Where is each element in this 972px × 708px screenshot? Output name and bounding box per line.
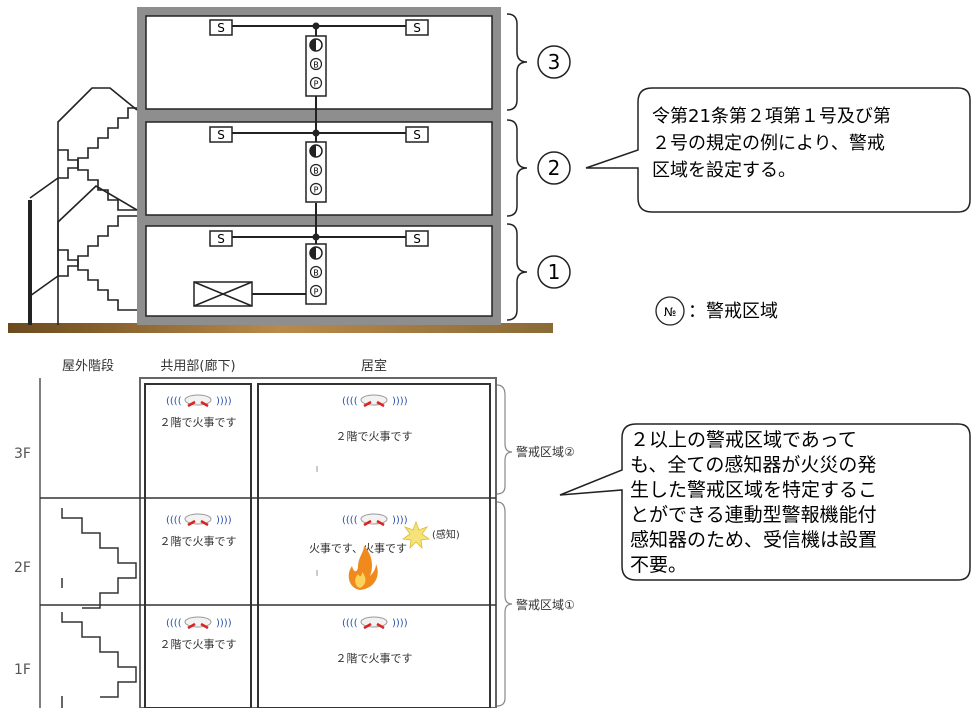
- corridor-box: [144, 383, 252, 708]
- zone-3-circle: [537, 45, 571, 79]
- zone-1-circle: [537, 255, 571, 289]
- bell-label: B: [313, 167, 319, 176]
- svg-text:)))): )))): [392, 618, 408, 629]
- s-label: S: [217, 128, 225, 142]
- callout-bottom-line: 感知器のため、受信機は設置: [630, 529, 877, 551]
- detector-icon: (((( )))): [166, 513, 232, 527]
- junction-dot: [312, 129, 320, 137]
- header-stairs: 屋外階段: [62, 359, 114, 374]
- callout-bottom-line: 生した警戒区域を特定するこ: [630, 479, 877, 501]
- svg-text:((((: ((((: [342, 618, 358, 629]
- alarm-panel-3f: B P: [305, 35, 327, 97]
- svg-text:((((: ((((: [166, 618, 182, 629]
- header-corridor: 共用部(廊下): [160, 358, 235, 374]
- message-2f-detect: (感知): [432, 528, 460, 541]
- legend-zone-symbol: [655, 296, 685, 326]
- ground: [8, 323, 553, 333]
- top-building-diagram: S S S S S S B P B P: [8, 7, 971, 333]
- receiver-box: [193, 281, 253, 307]
- callout-bubble-top: [585, 87, 971, 213]
- zone-braces-bottom: [496, 384, 513, 707]
- zone-label-1: 警戒区域①: [516, 597, 575, 612]
- detector-icon: (((( )))): [342, 616, 408, 630]
- svg-text:((((: ((((: [342, 396, 358, 407]
- svg-text:)))): )))): [216, 618, 232, 629]
- floor-label-1f: 1F: [14, 662, 31, 678]
- callout-top-line: 令第21条第２項第１号及び第: [652, 106, 891, 127]
- junction-dot: [312, 22, 320, 30]
- p-label: P: [314, 80, 319, 89]
- svg-text:)))): )))): [216, 515, 232, 526]
- floor-label-2f: 2F: [14, 560, 31, 576]
- detector-icon: (((( )))): [342, 513, 408, 527]
- svg-text:)))): )))): [392, 396, 408, 407]
- s-label: S: [217, 232, 225, 246]
- svg-text:)))): )))): [392, 515, 408, 526]
- building-outline: [139, 377, 497, 708]
- bell-label: B: [313, 61, 319, 70]
- s-label: S: [413, 232, 421, 246]
- alarm-panel-1f: B P: [305, 243, 327, 305]
- callout-bottom-line: も、全ての感知器が火災の発: [630, 454, 876, 476]
- bell-label: B: [313, 269, 319, 278]
- fire-icon: [348, 546, 378, 590]
- detector-icon: (((( )))): [166, 394, 232, 408]
- legend-symbol: №: [664, 305, 676, 319]
- message-2f-room: 火事です、火事です: [309, 542, 407, 555]
- p-label: P: [314, 186, 319, 195]
- message-3f-room: ２階で火事です: [336, 429, 413, 443]
- message-1f-room: ２階で火事です: [336, 651, 413, 665]
- svg-text:((((: ((((: [342, 515, 358, 526]
- message-3f-corridor: ２階で火事です: [160, 415, 237, 429]
- header-room: 居室: [361, 358, 387, 374]
- p-label: P: [314, 288, 319, 297]
- detector-icon: (((( )))): [166, 616, 232, 630]
- callout-bottom-line: とができる連動型警報機能付: [630, 504, 877, 526]
- svg-text:((((: ((((: [166, 515, 182, 526]
- callout-bottom-line: ２以上の警戒区域であって: [630, 429, 857, 451]
- callout-top-line: 区域を設定する。: [652, 160, 796, 181]
- room-box: [257, 383, 491, 708]
- zone-2-number: 2: [548, 156, 561, 180]
- zone-2-circle: [537, 151, 571, 185]
- callout-top-line: ２号の規定の例により、警戒: [652, 133, 885, 154]
- detector-icon: (((( )))): [342, 394, 408, 408]
- outdoor-stairs: [28, 87, 138, 325]
- svg-text:((((: ((((: [166, 396, 182, 407]
- floor-label-3f: 3F: [14, 446, 31, 462]
- svg-text:)))): )))): [216, 396, 232, 407]
- bottom-building-diagram: 屋外階段 共用部(廊下) 居室 3F 2F 1F (((( )))): [14, 358, 971, 708]
- s-label: S: [413, 21, 421, 35]
- detectors-icons: (((( )))) (((( )))) (((( )))) (((( )))): [166, 394, 408, 630]
- s-label: S: [413, 128, 421, 142]
- callout-bottom-line: 不要。: [630, 554, 687, 576]
- outdoor-stairs-bottom: [61, 508, 137, 708]
- alarm-panel-2f: B P: [305, 141, 327, 203]
- message-1f-corridor: ２階で火事です: [160, 637, 237, 651]
- zone-braces: [506, 13, 528, 321]
- callout-bubble-bottom: [559, 423, 971, 581]
- smoke-detectors: S S S S S S: [209, 19, 429, 247]
- s-label: S: [217, 21, 225, 35]
- sensing-burst-icon: [401, 520, 431, 550]
- zone-3-number: 3: [548, 50, 561, 74]
- message-2f-corridor: ２階で火事です: [160, 534, 237, 548]
- legend-text: ：警戒区域: [688, 301, 778, 322]
- junction-dot: [312, 233, 320, 241]
- zone-1-number: 1: [548, 260, 561, 284]
- zone-label-2: 警戒区域②: [516, 444, 575, 459]
